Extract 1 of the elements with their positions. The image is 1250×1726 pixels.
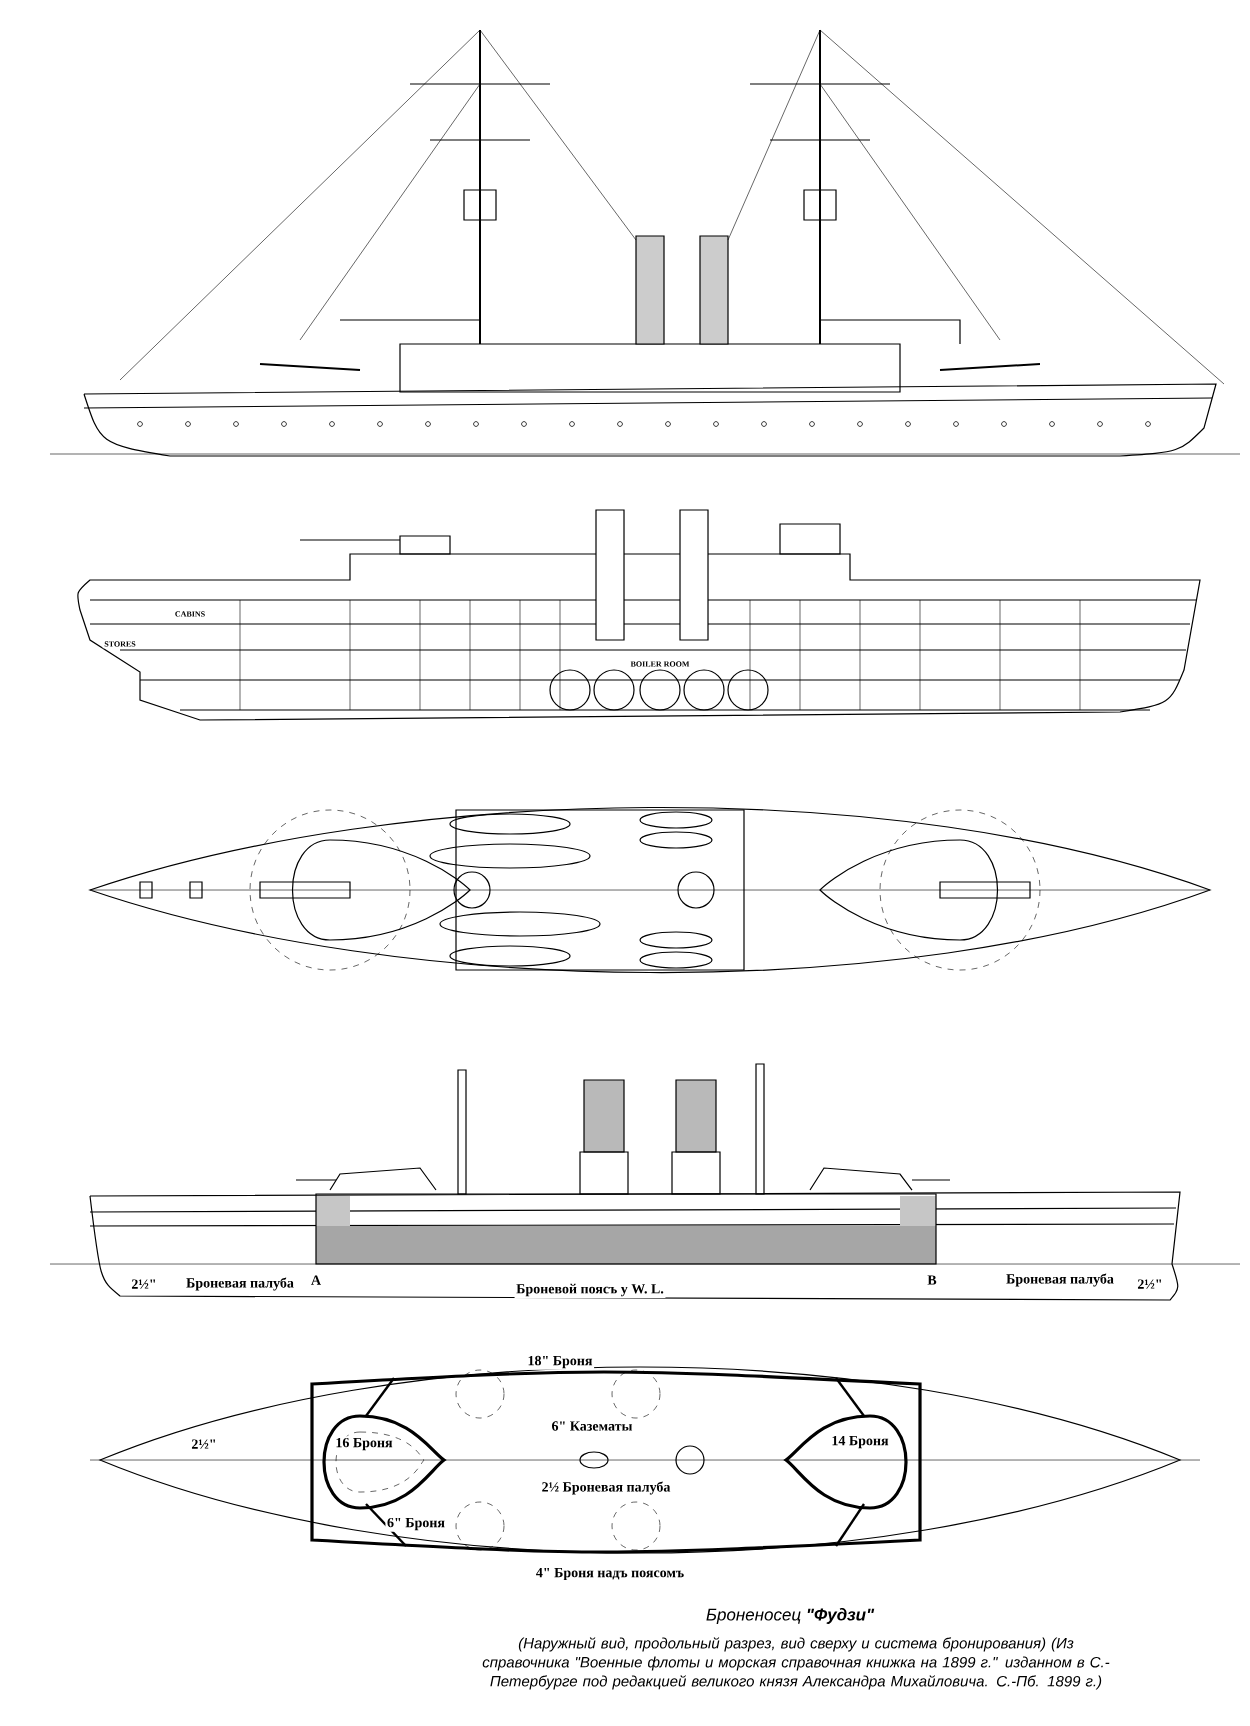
title: Броненосец "Фудзи" <box>706 1608 875 1624</box>
